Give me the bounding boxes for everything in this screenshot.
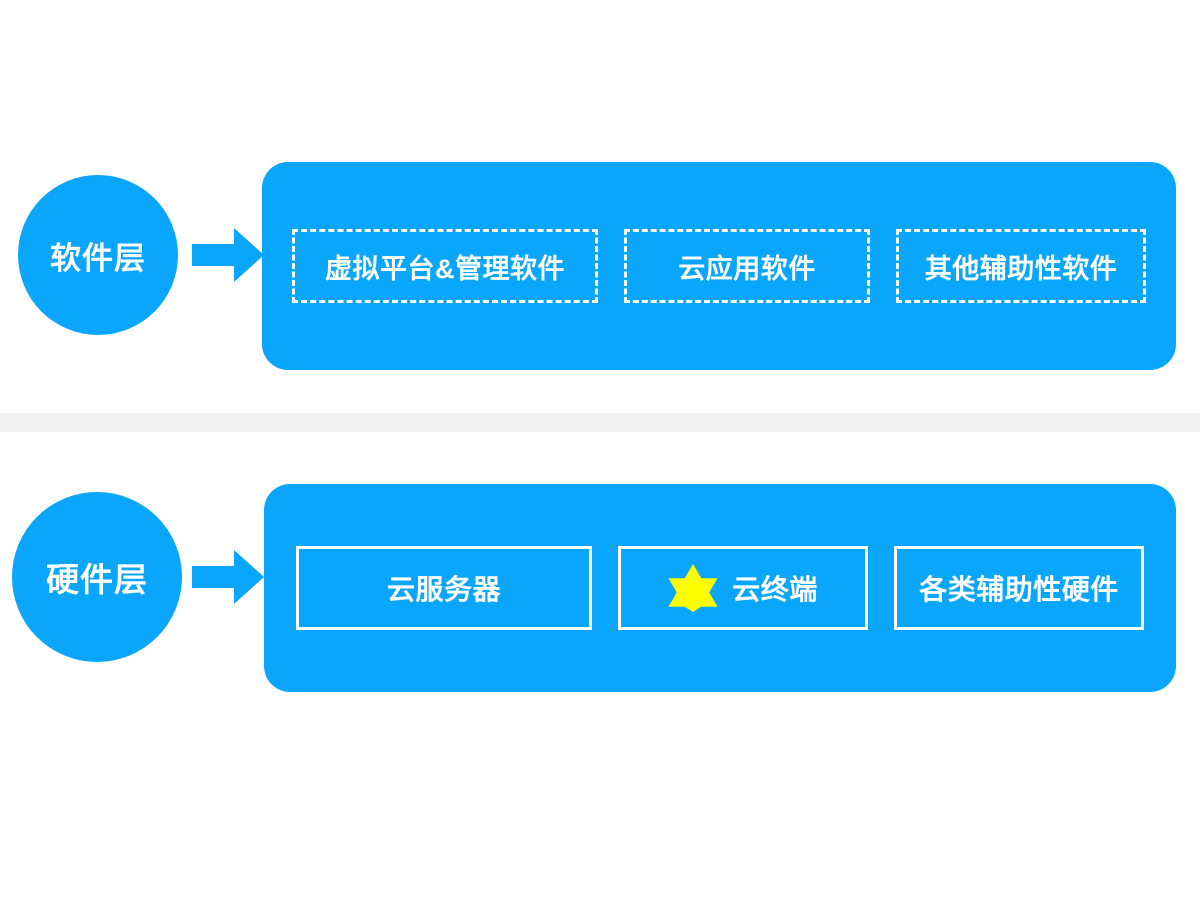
software-item-cloud-application[interactable]: 云应用软件	[624, 229, 870, 303]
hardware-layer-panel: 云服务器 云终端 各类辅助性硬件	[264, 484, 1176, 692]
software-item-other-auxiliary[interactable]: 其他辅助性软件	[896, 229, 1146, 303]
hardware-item-label: 各类辅助性硬件	[919, 574, 1119, 605]
hardware-item-cloud-terminal[interactable]: 云终端	[618, 546, 868, 630]
layer-badge-software[interactable]: 软件层	[18, 175, 178, 335]
software-item-virtual-platform[interactable]: 虚拟平台&管理软件	[292, 229, 598, 303]
software-item-label: 虚拟平台&管理软件	[325, 253, 565, 284]
hardware-item-auxiliary-hardware[interactable]: 各类辅助性硬件	[894, 546, 1144, 630]
layer-group-hardware: 硬件层 云服务器 云终端 各类辅助性硬件	[0, 470, 1200, 700]
right-arrow-icon	[192, 550, 264, 604]
hardware-item-cloud-server[interactable]: 云服务器	[296, 546, 592, 630]
layer-badge-label: 软件层	[50, 240, 146, 276]
software-item-label: 云应用软件	[678, 253, 816, 284]
software-layer-panel: 虚拟平台&管理软件 云应用软件 其他辅助性软件	[262, 162, 1176, 370]
layer-group-software: 软件层 虚拟平台&管理软件 云应用软件 其他辅助性软件	[0, 150, 1200, 380]
layer-badge-label: 硬件层	[46, 561, 148, 598]
layer-badge-hardware[interactable]: 硬件层	[12, 492, 182, 662]
right-arrow-icon	[192, 228, 264, 282]
hardware-item-label: 云终端	[732, 574, 818, 605]
software-item-label: 其他辅助性软件	[924, 253, 1118, 284]
section-divider	[0, 413, 1200, 432]
six-pointed-star-icon	[668, 563, 718, 613]
hardware-item-label: 云服务器	[386, 574, 501, 605]
